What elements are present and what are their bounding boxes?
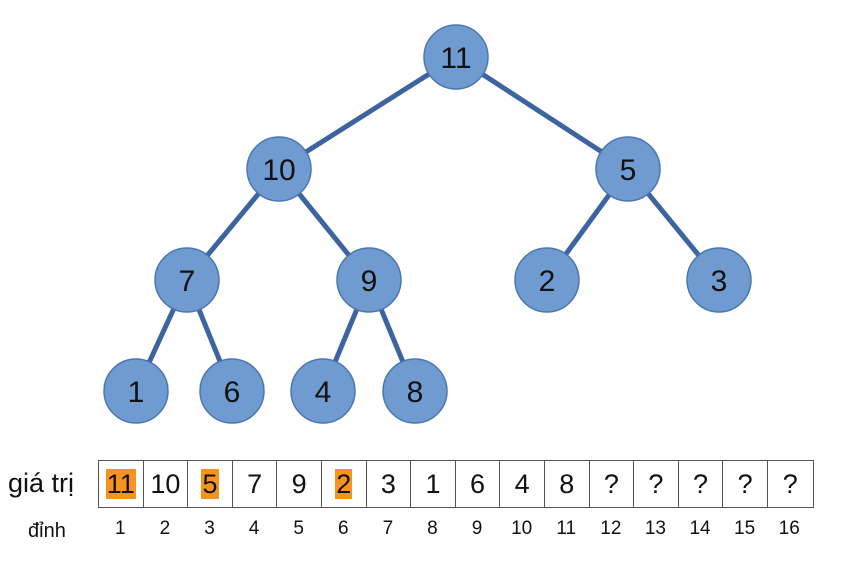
tree-node-circle	[246, 136, 312, 202]
array-cell-value: 4	[514, 469, 530, 499]
array-cell-value: 8	[559, 469, 575, 499]
tree-node-circle	[595, 136, 661, 202]
array-cell: 8	[545, 461, 590, 507]
array-cell: ?	[768, 461, 813, 507]
array-index: 14	[689, 518, 711, 539]
array-index: 12	[600, 518, 622, 539]
array-cell-value: 3	[380, 469, 396, 499]
array-cell: 11	[99, 461, 144, 507]
array-cell: ?	[723, 461, 768, 507]
tree-node: 5	[595, 136, 661, 202]
tree-node-label: 7	[179, 265, 196, 298]
array-index: 13	[644, 518, 666, 539]
array-cell-value-highlighted: 11	[105, 469, 136, 499]
tree-nodes: 11 10 5 7 9 2 3 1 6 4 8	[103, 24, 752, 424]
array-index: 16	[778, 518, 800, 539]
tree-node-circle	[290, 358, 356, 424]
tree-node: 4	[290, 358, 356, 424]
tree-node-label: 6	[224, 376, 241, 409]
array-index: 11	[556, 518, 577, 539]
array-index: 15	[734, 518, 756, 539]
array-cell: 4	[500, 461, 545, 507]
tree-node-label: 3	[711, 265, 728, 298]
array-cell: 2	[322, 461, 367, 507]
tree-edge	[454, 54, 630, 172]
tree-node-label: 11	[440, 42, 471, 75]
tree-node: 8	[382, 358, 448, 424]
array-cell-value: 10	[150, 469, 181, 499]
tree-node-circle	[382, 358, 448, 424]
tree-node-circle	[336, 247, 402, 313]
tree-node: 10	[246, 136, 312, 202]
tree-node-label: 1	[128, 376, 145, 409]
array-cell-value: ?	[782, 469, 798, 499]
array-index: 4	[248, 518, 260, 539]
array-cell-value-highlighted: 2	[335, 469, 353, 499]
array-cell: 5	[188, 461, 233, 507]
array-cell: 3	[367, 461, 412, 507]
array-cell-value: ?	[648, 469, 664, 499]
tree-node-circle	[514, 247, 580, 313]
tree-node: 6	[199, 358, 265, 424]
array-index: 3	[204, 518, 215, 539]
array-cell-value: 9	[291, 469, 307, 499]
tree-node-label: 8	[407, 376, 424, 409]
tree-node: 9	[336, 247, 402, 313]
array-index: 5	[293, 518, 304, 539]
array-cell: 6	[456, 461, 501, 507]
tree-node: 2	[514, 247, 580, 313]
tree-node: 1	[103, 358, 169, 424]
array-cell: 9	[277, 461, 322, 507]
tree-node-circle	[103, 358, 169, 424]
array-cell: ?	[634, 461, 679, 507]
array-cell: 1	[411, 461, 456, 507]
tree-node-label: 5	[620, 154, 637, 187]
array-cell-value: 1	[425, 469, 441, 499]
array-index: 10	[511, 518, 533, 539]
tree-node: 11	[423, 24, 489, 90]
array-cell: 7	[233, 461, 278, 507]
tree-node: 7	[154, 247, 220, 313]
tree-node-circle	[686, 247, 752, 313]
array-cell-value: 7	[247, 469, 263, 499]
array-cell: ?	[590, 461, 635, 507]
array-index: 6	[337, 518, 349, 539]
tree-edges	[133, 54, 721, 393]
array-cell: 10	[144, 461, 189, 507]
array-cell-value-highlighted: 5	[201, 469, 219, 499]
array-cell-value: ?	[693, 469, 709, 499]
tree-node-label: 10	[262, 154, 295, 187]
array-index: 7	[382, 518, 394, 539]
tree-node-label: 9	[361, 265, 378, 298]
array-index: 8	[427, 518, 438, 539]
array-row-label: giá trị	[8, 468, 75, 498]
array-index: 2	[159, 518, 171, 539]
tree-node-circle	[154, 247, 220, 313]
array-cell-value: ?	[737, 469, 753, 499]
array-cell-value: ?	[603, 469, 619, 499]
tree-node-circle	[423, 24, 489, 90]
array-cell-value: 6	[470, 469, 486, 499]
array-index: 9	[471, 518, 483, 539]
array-index: 1	[115, 518, 126, 539]
array-index-label: đỉnh	[28, 520, 66, 542]
tree-node-label: 4	[315, 376, 332, 409]
heap-tree-diagram: 11 10 5 7 9 2 3 1 6 4 8	[103, 24, 752, 424]
array-cell: ?	[679, 461, 724, 507]
tree-node-label: 2	[539, 265, 556, 298]
tree-edge	[277, 54, 458, 172]
tree-node: 3	[686, 247, 752, 313]
tree-node-circle	[199, 358, 265, 424]
